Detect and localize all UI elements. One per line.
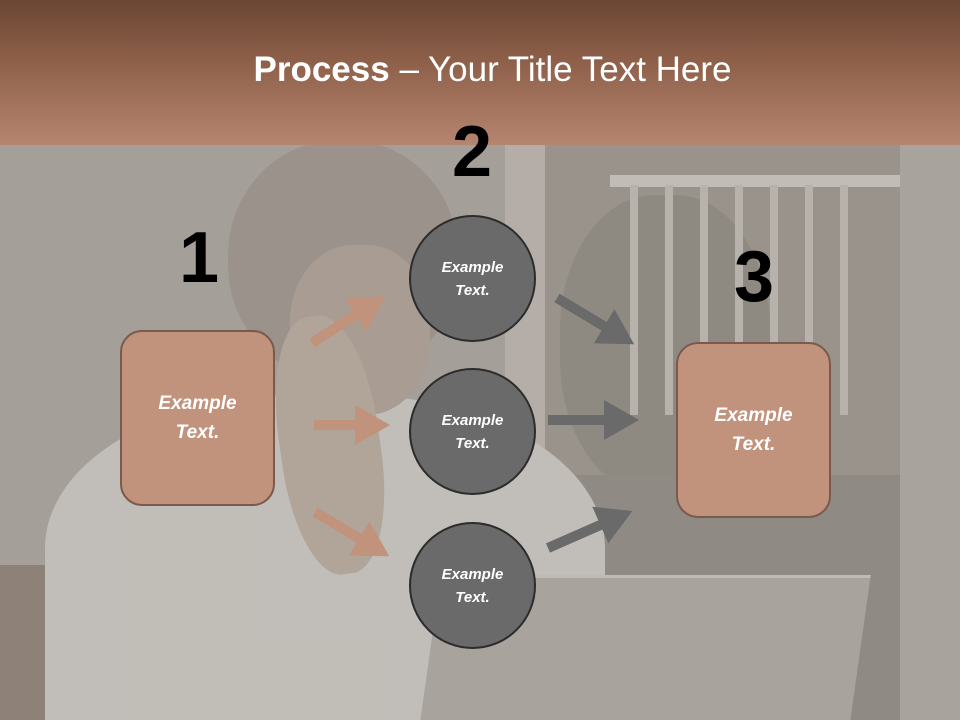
- input-box-text: Example Text.: [158, 393, 237, 443]
- arrow-from-circle-3: [545, 506, 633, 553]
- output-box: Example Text.: [676, 342, 831, 518]
- circle-3-text: Example Text.: [441, 565, 504, 606]
- title-bar: Process – Your Title Text Here: [0, 0, 960, 145]
- output-box-text: Example Text.: [714, 405, 793, 455]
- slide-title: Process – Your Title Text Here: [0, 50, 960, 90]
- arrow-to-circle-3: [312, 507, 390, 557]
- circle-1: Example Text.: [409, 215, 536, 342]
- arrow-to-circle-1: [309, 296, 385, 348]
- input-box: Example Text.: [120, 330, 275, 506]
- circle-2: Example Text.: [409, 368, 536, 495]
- circle-3: Example Text.: [409, 522, 536, 649]
- circle-2-text: Example Text.: [441, 411, 504, 452]
- step-1-number: 1: [178, 218, 220, 298]
- step-2-number: 2: [451, 112, 493, 192]
- title-rest: – Your Title Text Here: [389, 50, 732, 89]
- title-bold: Process: [253, 50, 390, 89]
- circle-1-text: Example Text.: [441, 258, 504, 299]
- arrow-from-circle-1: [554, 293, 635, 345]
- step-3-number: 3: [733, 237, 775, 317]
